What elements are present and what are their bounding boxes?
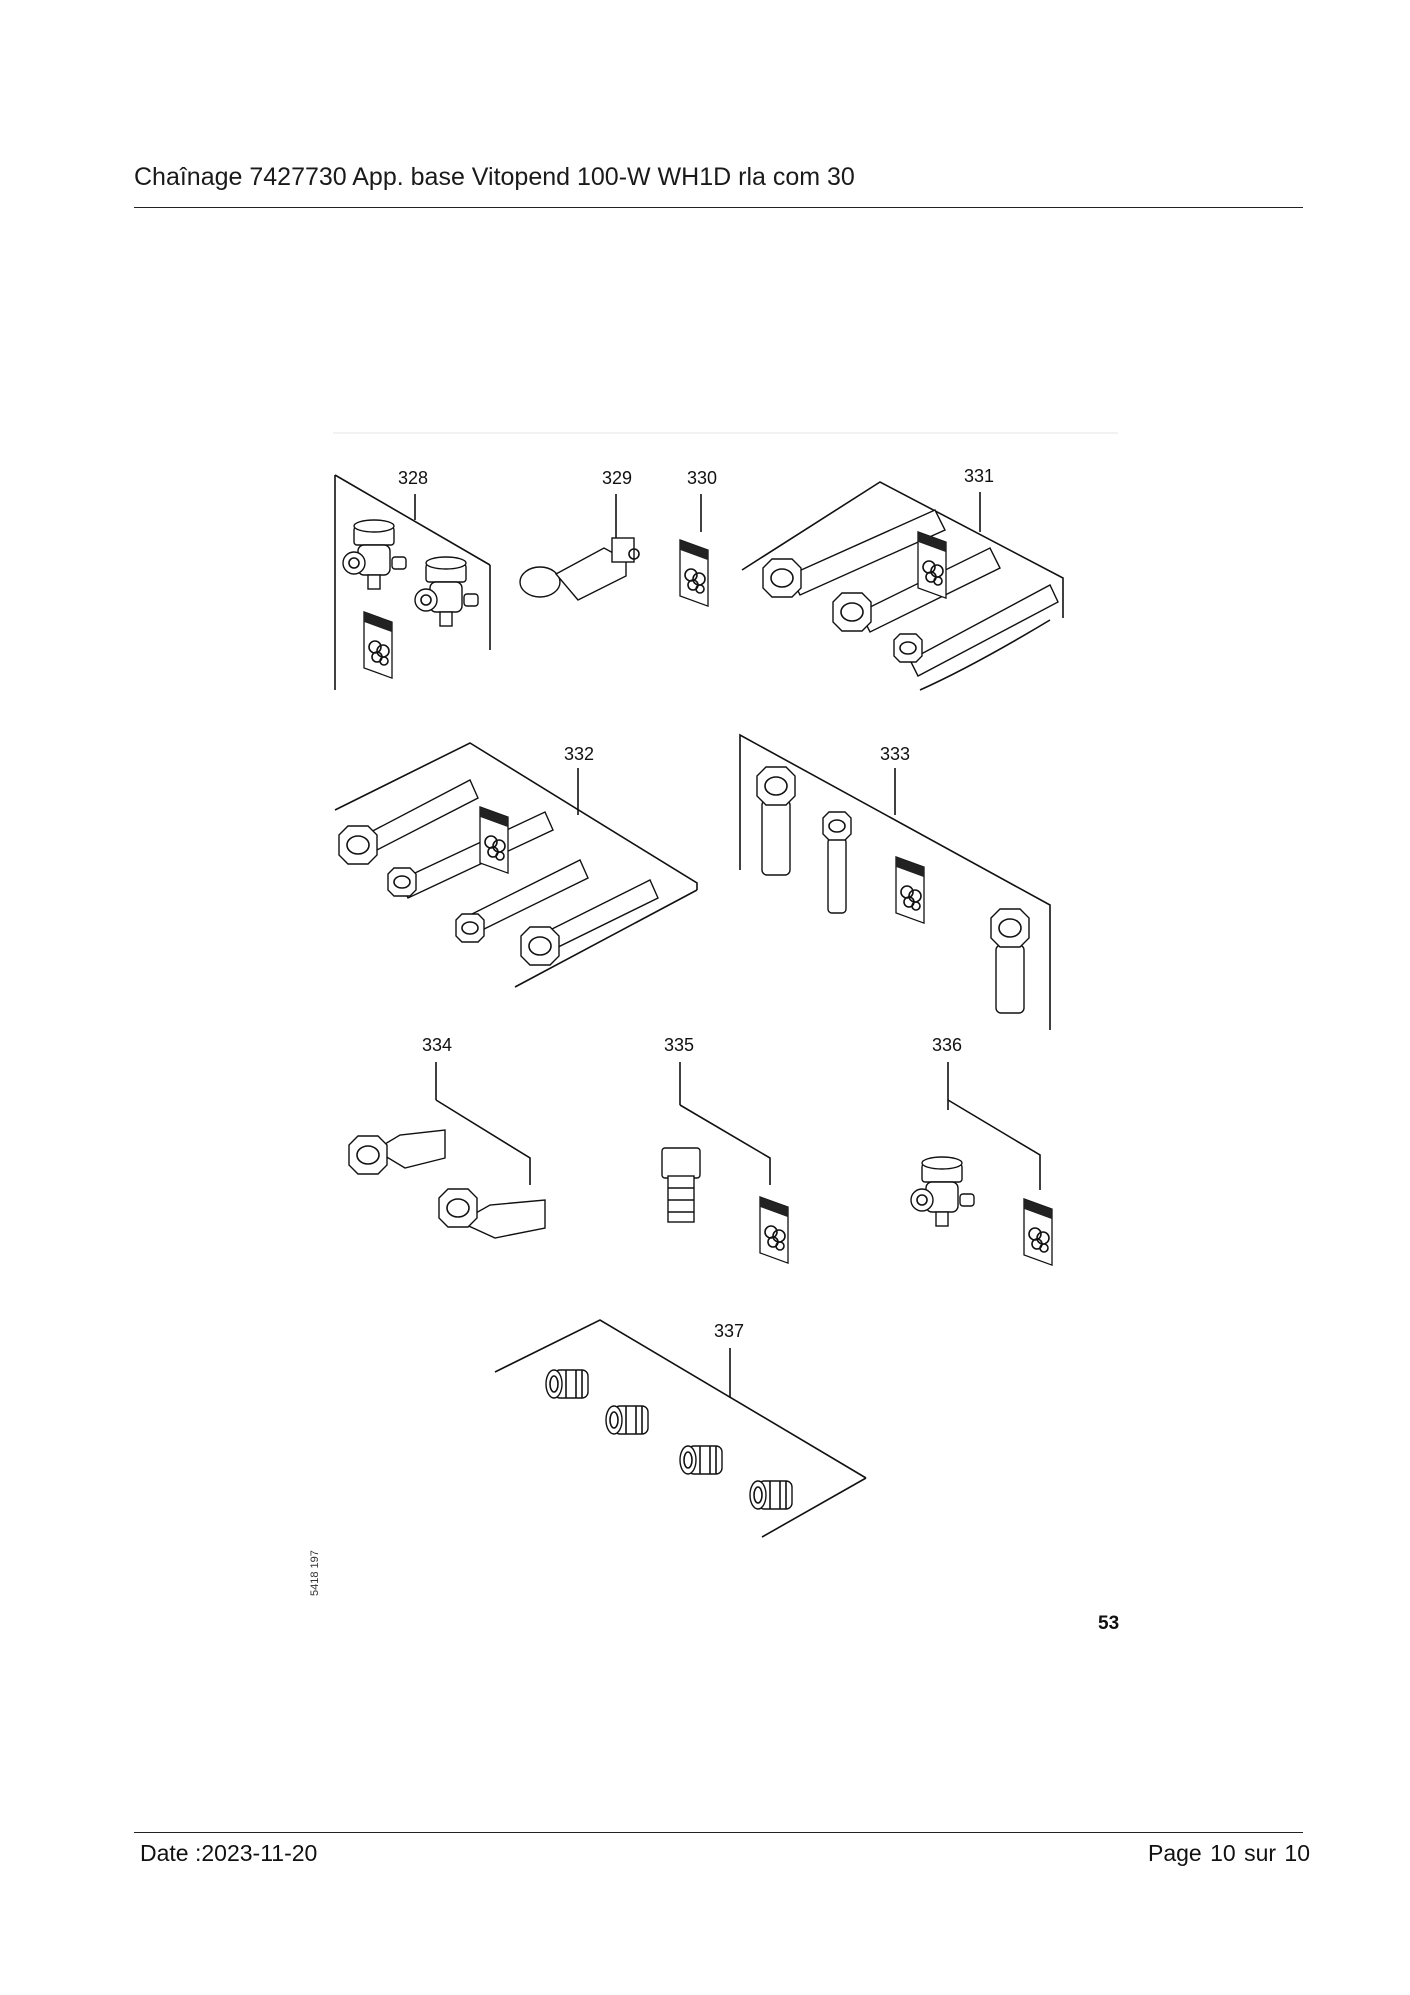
- callout-335: 335: [664, 1035, 694, 1055]
- assembly-337: [494, 1319, 867, 1538]
- assembly-329: [519, 494, 640, 601]
- assembly-331: [741, 481, 1064, 691]
- header-rule: [134, 207, 1303, 208]
- callout-331: 331: [964, 466, 994, 486]
- footer-page-number: Page 10 sur 10: [1147, 1840, 1310, 1866]
- assembly-332: [334, 742, 698, 988]
- drawing-code: 5418 197: [309, 1550, 321, 1596]
- assembly-334: [348, 1062, 546, 1239]
- callout-329: 329: [602, 468, 632, 488]
- assembly-330: [679, 494, 709, 607]
- assembly-335: [661, 1062, 789, 1264]
- callout-328: 328: [398, 468, 428, 488]
- callout-332: 332: [564, 744, 594, 764]
- assembly-328: [334, 474, 491, 690]
- callout-336: 336: [932, 1035, 962, 1055]
- callout-334: 334: [422, 1035, 452, 1055]
- assembly-333: [739, 733, 1051, 1030]
- assembly-336: [910, 1062, 1053, 1266]
- plate-number: 53: [1098, 1613, 1119, 1634]
- footer-rule: [134, 1832, 1303, 1833]
- callout-337: 337: [714, 1321, 744, 1341]
- callout-330: 330: [687, 468, 717, 488]
- footer-date: Date :2023-11-20: [140, 1840, 318, 1866]
- document-title: Chaînage 7427730 App. base Vitopend 100-…: [134, 163, 855, 191]
- callout-333: 333: [880, 744, 910, 764]
